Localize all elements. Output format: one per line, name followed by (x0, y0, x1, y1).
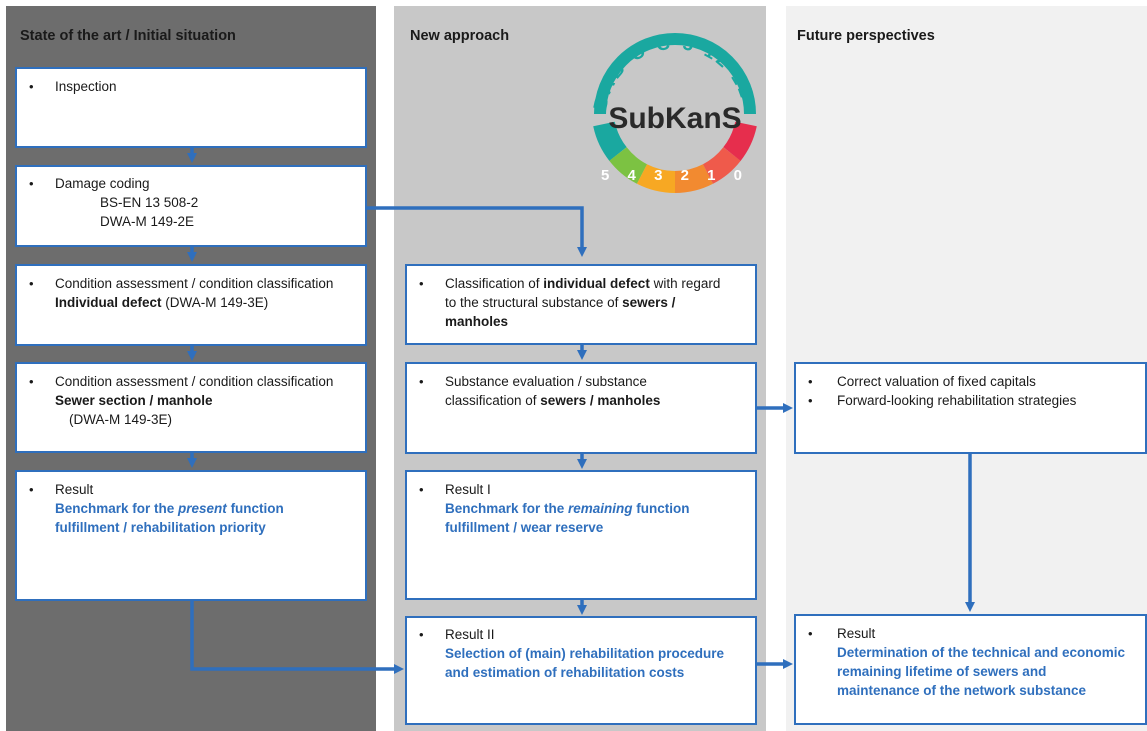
resultI-title: Result I (445, 482, 491, 497)
box-damage-coding: • Damage coding BS-EN 13 508-2 DWA-M 149… (15, 165, 367, 247)
box-result-present: • Result Benchmark for the present funct… (15, 470, 367, 601)
bullet: • (808, 374, 813, 389)
bullet: • (419, 374, 424, 389)
cond1-rest: (DWA-M 149-3E) (161, 295, 269, 310)
cond2-bold: Sewer section / manhole (55, 393, 213, 408)
bullet: • (29, 482, 34, 497)
classif-e: sewers / (622, 295, 676, 310)
bullet: • (419, 627, 424, 642)
subst-a: Substance evaluation / substance (445, 374, 647, 389)
box-inspection: • Inspection (15, 67, 367, 148)
damage-coding-standard-1: BS-EN 13 508-2 (100, 195, 199, 210)
classif-d: to the structural substance of (445, 295, 623, 310)
result1-b1: Benchmark for the (55, 501, 179, 516)
bullet: • (29, 176, 34, 191)
box-result-future: • Result Determination of the technical … (794, 614, 1147, 725)
resultII-b1: Selection of (main) rehabilitation proce… (445, 646, 725, 661)
box-inspection-text: Inspection (55, 79, 117, 94)
column-title-state-of-art: State of the art / Initial situation (20, 28, 236, 44)
result3-b1: Determination of the technical and econo… (837, 645, 1126, 660)
bullet: • (808, 393, 813, 408)
resultII-title: Result II (445, 627, 495, 642)
logo-name: SubKanS (608, 102, 741, 135)
box-result-II: • Result II Selection of (main) rehabili… (405, 616, 757, 725)
column-title-future-perspectives: Future perspectives (797, 28, 935, 44)
bullet: • (808, 626, 813, 641)
box-condition-individual: • Condition assessment / condition class… (15, 264, 367, 346)
resultI-b3: fulfillment / wear reserve (445, 520, 604, 535)
resultI-italic: remaining (568, 501, 633, 516)
bullet: • (29, 374, 34, 389)
resultI-b2: function (632, 501, 690, 516)
bullet: • (419, 482, 424, 497)
cond1-title: Condition assessment / condition classif… (55, 276, 334, 291)
result3-title: Result (837, 626, 876, 641)
subkans-logo: BAB C C 5 12 12 SubKanS 5 4 3 2 1 0 (590, 33, 757, 193)
cond2-title: Condition assessment / condition classif… (55, 374, 334, 389)
result1-b2: function (226, 501, 284, 516)
correct-l1: Correct valuation of fixed capitals (837, 374, 1036, 389)
result1-italic: present (178, 501, 227, 516)
classif-b: individual defect (543, 276, 650, 291)
logo-ring (594, 33, 756, 115)
logo-scale-segments (593, 121, 757, 193)
resultII-b2: and estimation of rehabilitation costs (445, 665, 685, 680)
box-result-I: • Result I Benchmark for the remaining f… (405, 470, 757, 600)
classif-a: Classification of (445, 276, 544, 291)
bullet: • (419, 276, 424, 291)
result1-b3: fulfillment / rehabilitation priority (55, 520, 266, 535)
classif-f: manholes (445, 314, 509, 329)
box-correct-valuation: • Correct valuation of fixed capitals • … (794, 362, 1147, 454)
result3-b3: maintenance of the network substance (837, 683, 1087, 698)
column-title-new-approach: New approach (410, 28, 510, 44)
result1-title: Result (55, 482, 94, 497)
bullet: • (29, 79, 34, 94)
subst-c: sewers / manholes (540, 393, 661, 408)
resultI-b1: Benchmark for the (445, 501, 569, 516)
logo-top-text: BAB C C 5 12 12 (590, 33, 757, 113)
result3-b2: remaining lifetime of sewers and (837, 664, 1047, 679)
cond1-bold: Individual defect (55, 295, 162, 310)
cond2-standard: (DWA-M 149-3E) (69, 412, 173, 427)
bullet: • (29, 276, 34, 291)
damage-coding-title: Damage coding (55, 176, 150, 191)
classif-c: with regard (649, 276, 721, 291)
correct-l2: Forward-looking rehabilitation strategie… (837, 393, 1077, 408)
damage-coding-standard-2: DWA-M 149-2E (100, 214, 195, 229)
logo-scale-digits: 5 4 3 2 1 0 (601, 167, 749, 184)
subst-b: classification of (445, 393, 541, 408)
box-substance-evaluation: • Substance evaluation / substance class… (405, 362, 757, 454)
box-condition-sewer: • Condition assessment / condition class… (15, 362, 367, 453)
box-classification: • Classification of individual defect wi… (405, 264, 757, 345)
